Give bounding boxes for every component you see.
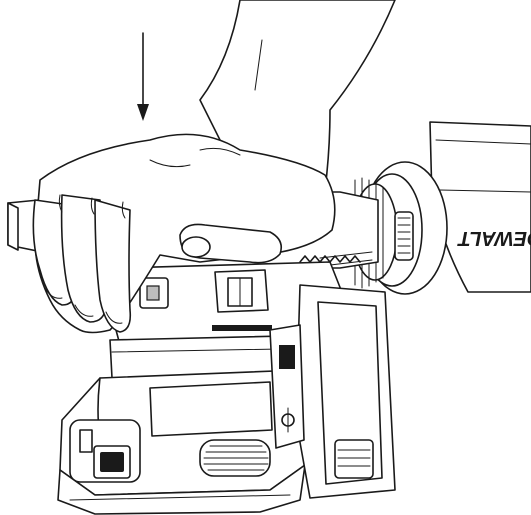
battery-pack (269, 284, 396, 499)
power-switch (69, 419, 141, 483)
vent-grille (199, 439, 271, 477)
operator-hand (32, 0, 396, 334)
brand-label: DEWALT (457, 227, 531, 249)
press-down-arrow-icon (137, 32, 149, 121)
dust-hose: DEWALT (352, 121, 531, 295)
